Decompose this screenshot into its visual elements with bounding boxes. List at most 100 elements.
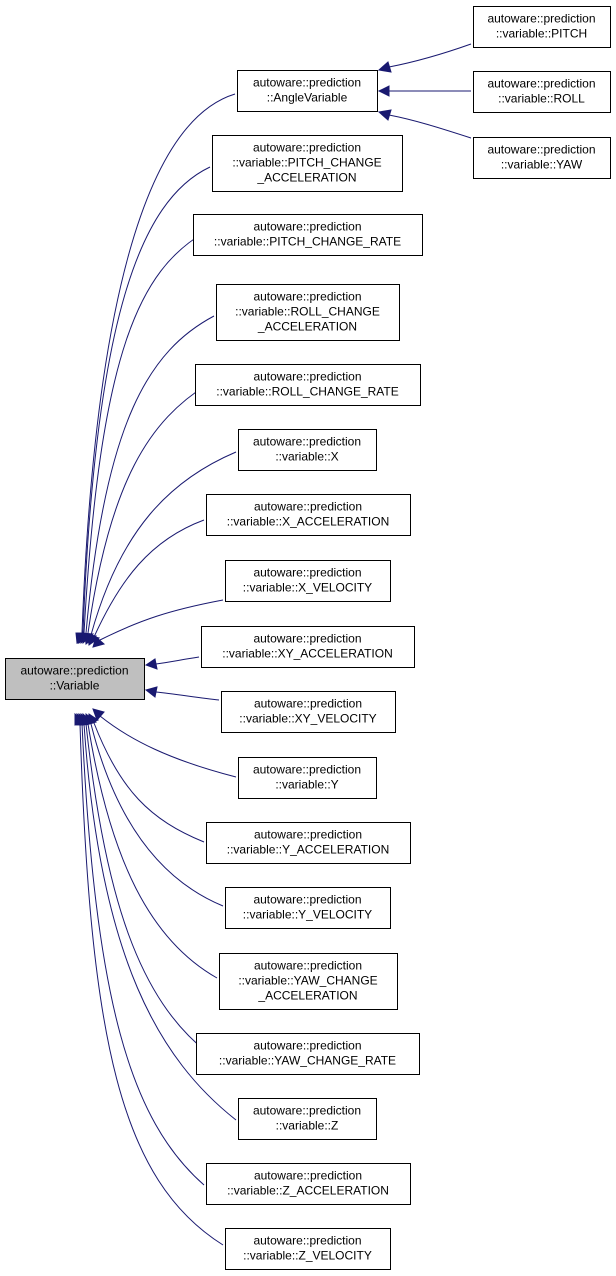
class-node-xy-acceleration[interactable]: autoware::prediction::variable::XY_ACCEL…	[201, 626, 415, 668]
class-name-line: ::variable::ROLL_CHANGE_RATE	[216, 385, 399, 399]
edge-line	[87, 723, 218, 979]
class-box	[238, 1098, 377, 1140]
class-box	[195, 364, 421, 406]
edge-line	[87, 383, 209, 634]
inherit-edge-xy-acceleration	[144, 656, 200, 670]
class-node-y-velocity[interactable]: autoware::prediction::variable::Y_VELOCI…	[225, 887, 391, 929]
edge-line	[99, 715, 237, 778]
class-name-line: ::AngleVariable	[267, 91, 348, 105]
arrowhead	[144, 658, 158, 670]
class-name-line: _ACCELERATION	[256, 171, 356, 185]
class-name-line: ::variable::Y_VELOCITY	[243, 908, 372, 922]
edge-line	[85, 723, 209, 1054]
edge-line	[90, 723, 224, 907]
inherit-edge-yaw-change-acceleration	[82, 712, 218, 979]
edge-layer	[74, 43, 472, 1246]
class-name-line: autoware::prediction	[254, 828, 362, 842]
class-name-line: autoware::prediction	[253, 141, 361, 155]
inherit-edge-yaw	[377, 109, 472, 139]
class-node-x[interactable]: autoware::prediction::variable::X	[238, 429, 377, 471]
class-node-y[interactable]: autoware::prediction::variable::Y	[238, 757, 377, 799]
class-node-z-acceleration[interactable]: autoware::prediction::variable::Z_ACCELE…	[206, 1163, 411, 1205]
inherit-edge-pitch	[377, 43, 472, 73]
inherit-edge-x-acceleration	[87, 519, 205, 646]
class-node-yaw-change-rate[interactable]: autoware::prediction::variable::YAW_CHAN…	[196, 1033, 420, 1075]
class-name-line: autoware::prediction	[253, 1104, 361, 1118]
inherit-edge-pitch-change-acceleration	[76, 166, 211, 645]
class-box	[216, 284, 400, 341]
class-box	[238, 429, 377, 471]
class-name-line: ::variable::Z	[276, 1119, 339, 1133]
class-node-angle-variable[interactable]: autoware::prediction::AngleVariable	[237, 70, 378, 112]
class-node-variable[interactable]: autoware::prediction::Variable	[5, 658, 145, 700]
class-name-line: autoware::prediction	[487, 77, 595, 91]
class-name-line: autoware::prediction	[253, 566, 361, 580]
class-name-line: ::variable::YAW_CHANGE_RATE	[219, 1054, 396, 1068]
class-box	[225, 887, 391, 929]
class-node-roll-change-acceleration[interactable]: autoware::prediction::variable::ROLL_CHA…	[216, 284, 400, 341]
class-box	[219, 953, 398, 1010]
inherit-edge-roll	[377, 85, 471, 97]
edge-line	[388, 114, 472, 139]
class-name-line: ::variable::YAW_CHANGE	[238, 974, 377, 988]
class-name-line: _ACCELERATION	[257, 320, 357, 334]
inherit-edge-y-acceleration	[87, 713, 205, 843]
edge-line	[99, 599, 224, 641]
class-node-yaw-change-acceleration[interactable]: autoware::prediction::variable::YAW_CHAN…	[219, 953, 398, 1010]
class-box	[221, 691, 396, 733]
class-node-pitch[interactable]: autoware::prediction::variable::PITCH	[473, 6, 611, 48]
class-name-line: ::variable::X_ACCELERATION	[227, 515, 390, 529]
class-name-line: ::variable::XY_ACCELERATION	[222, 647, 393, 661]
arrowhead	[92, 636, 106, 648]
edge-line	[83, 723, 237, 1121]
class-name-line: autoware::prediction	[253, 290, 361, 304]
class-node-roll[interactable]: autoware::prediction::variable::ROLL	[473, 71, 611, 113]
class-box	[225, 1228, 391, 1270]
class-name-line: autoware::prediction	[253, 1039, 361, 1053]
class-name-line: ::variable::YAW	[501, 158, 583, 172]
class-name-line: autoware::prediction	[253, 763, 361, 777]
node-layer: autoware::prediction::Variableautoware::…	[5, 6, 611, 1270]
class-node-x-acceleration[interactable]: autoware::prediction::variable::X_ACCELE…	[206, 494, 411, 536]
arrowhead	[74, 712, 87, 726]
class-name-line: ::variable::Z_VELOCITY	[243, 1249, 372, 1263]
class-name-line: autoware::prediction	[253, 1234, 361, 1248]
class-name-line: ::variable::Y_ACCELERATION	[227, 843, 390, 857]
class-name-line: autoware::prediction	[253, 76, 361, 90]
class-name-line: autoware::prediction	[254, 697, 362, 711]
class-name-line: ::variable::ROLL_CHANGE	[235, 305, 380, 319]
class-box	[193, 214, 423, 256]
class-box	[237, 70, 378, 112]
class-node-z[interactable]: autoware::prediction::variable::Z	[238, 1098, 377, 1140]
inherit-edge-yaw-change-rate	[80, 712, 209, 1054]
edge-line	[155, 656, 200, 665]
class-node-y-acceleration[interactable]: autoware::prediction::variable::Y_ACCELE…	[206, 822, 411, 864]
class-node-z-velocity[interactable]: autoware::prediction::variable::Z_VELOCI…	[225, 1228, 391, 1270]
class-node-xy-velocity[interactable]: autoware::prediction::variable::XY_VELOC…	[221, 691, 396, 733]
class-box	[196, 1033, 420, 1075]
class-name-line: ::variable::ROLL	[498, 92, 585, 106]
class-name-line: autoware::prediction	[254, 959, 362, 973]
inherit-edge-roll-change-acceleration	[79, 315, 215, 645]
class-name-line: ::variable::PITCH_CHANGE_RATE	[214, 235, 401, 249]
class-name-line: autoware::prediction	[487, 12, 595, 26]
class-name-line: autoware::prediction	[20, 664, 128, 678]
class-node-pitch-change-acceleration[interactable]: autoware::prediction::variable::PITCH_CH…	[212, 135, 403, 192]
arrowhead	[377, 61, 392, 73]
class-name-line: autoware::prediction	[253, 435, 361, 449]
class-node-roll-change-rate[interactable]: autoware::prediction::variable::ROLL_CHA…	[195, 364, 421, 406]
class-name-line: ::variable::Y	[275, 778, 338, 792]
edge-line	[81, 93, 236, 634]
class-box	[201, 626, 415, 668]
class-name-line: autoware::prediction	[253, 220, 361, 234]
class-name-line: autoware::prediction	[254, 500, 362, 514]
class-node-pitch-change-rate[interactable]: autoware::prediction::variable::PITCH_CH…	[193, 214, 423, 256]
edge-line	[388, 43, 472, 68]
edge-line	[79, 723, 224, 1246]
edge-line	[85, 315, 215, 634]
class-box	[473, 137, 611, 179]
inherit-edge-x-velocity	[92, 599, 224, 648]
edge-line	[81, 723, 205, 1186]
class-node-yaw[interactable]: autoware::prediction::variable::YAW	[473, 137, 611, 179]
class-node-x-velocity[interactable]: autoware::prediction::variable::X_VELOCI…	[225, 560, 391, 602]
